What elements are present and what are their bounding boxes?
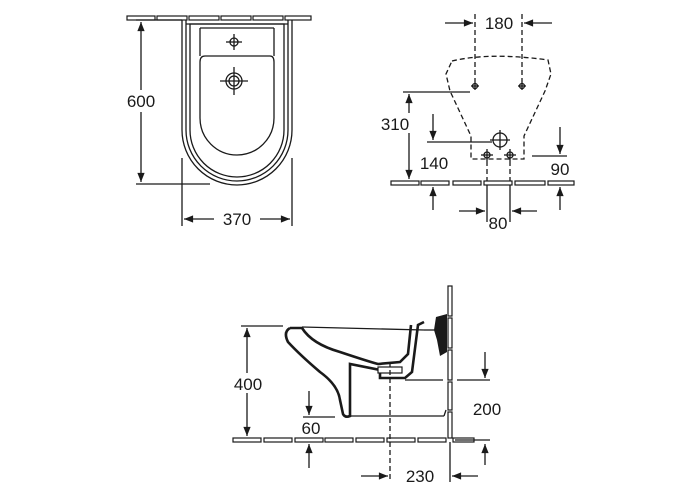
- inner-basin: [199, 55, 275, 156]
- dim-width: 370: [223, 210, 251, 229]
- wall-bracket: [434, 314, 447, 356]
- wall-strip: [126, 15, 312, 21]
- supply-right-icon: [504, 149, 516, 161]
- fixing-point-right-icon: [518, 82, 526, 90]
- dim-rim-height: 400: [234, 375, 262, 394]
- dim-pedestal-gap: 60: [302, 419, 321, 438]
- top-view: 600 370: [124, 15, 312, 230]
- floor-strip-side: [232, 437, 475, 443]
- dim-supply-spacing: 80: [489, 214, 508, 233]
- drain-icon: [220, 67, 248, 95]
- dim-fixing-spacing: 180: [485, 14, 513, 33]
- bidet-body: [284, 320, 425, 418]
- dim-depth: 600: [127, 92, 155, 111]
- waste-outlet-icon: [490, 130, 510, 150]
- side-view: 400 200 60 230: [228, 285, 501, 486]
- dim-waste-outlet-height: 200: [473, 400, 501, 419]
- dim-waste-height: 140: [420, 154, 448, 173]
- rear-view: 180 310 140 90 80: [381, 14, 575, 233]
- fixing-point-left-icon: [471, 82, 479, 90]
- dim-waste-from-wall: 230: [406, 467, 434, 486]
- floor-strip: [390, 180, 575, 186]
- wall-side: [447, 285, 453, 439]
- dim-fixing-height: 310: [381, 115, 409, 134]
- bowl-outline: [181, 20, 293, 186]
- supply-left-icon: [481, 149, 493, 161]
- bidet-outline-dashed: [445, 55, 552, 160]
- dim-supply-height: 90: [551, 160, 570, 179]
- tap-hole-icon: [226, 34, 242, 50]
